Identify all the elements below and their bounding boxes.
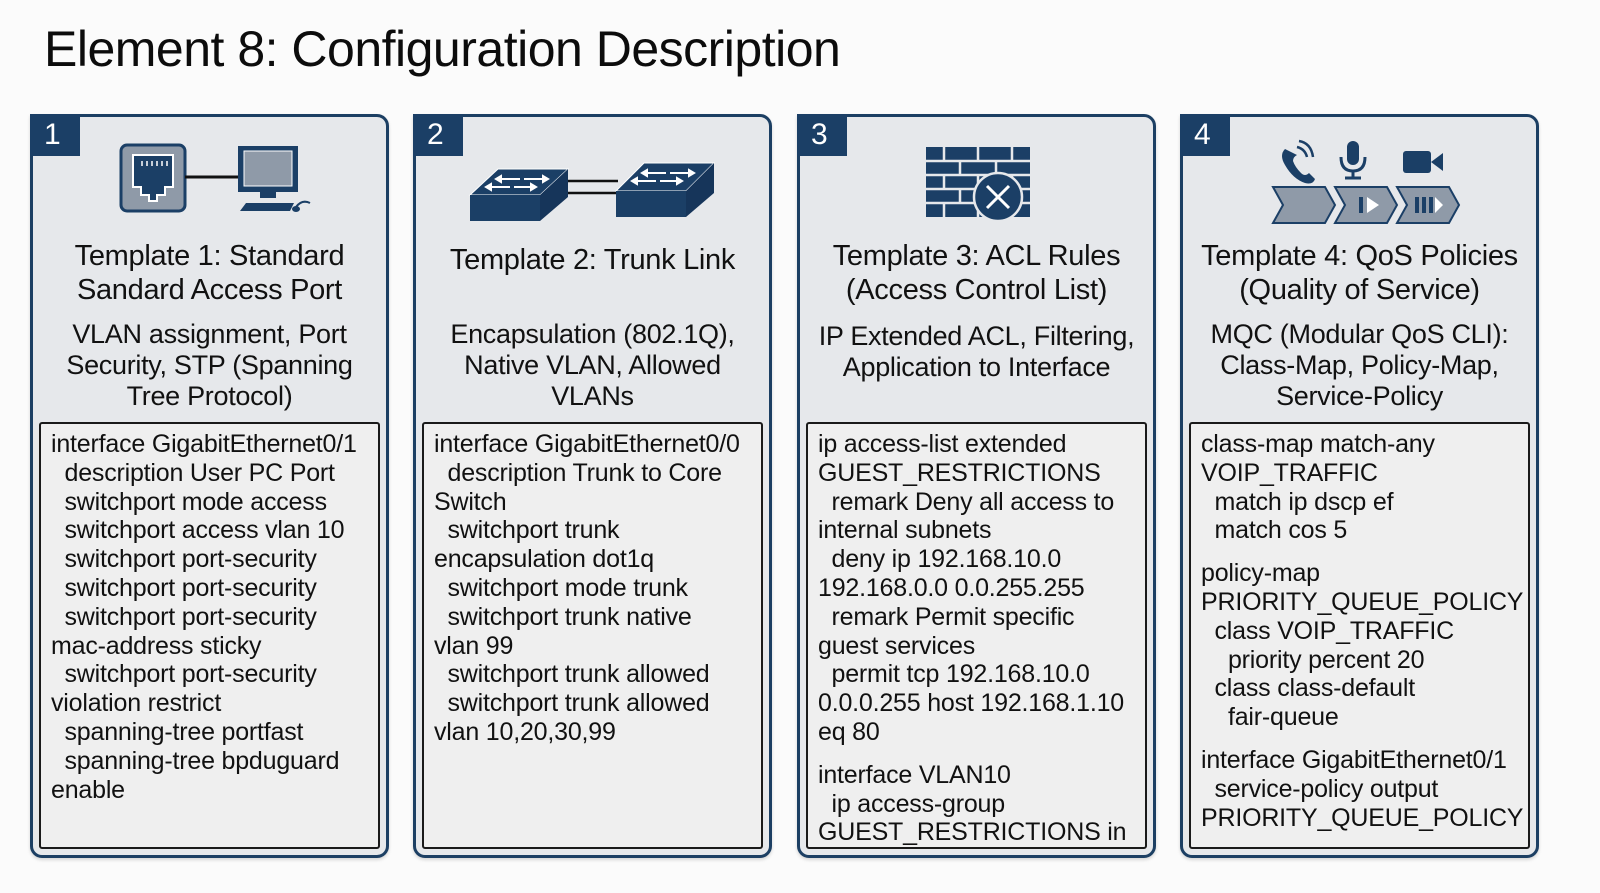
card-title-line: (Quality of Service) xyxy=(1239,274,1480,306)
config-code-box: interface GigabitEthernet0/0 description… xyxy=(422,422,763,849)
card-desc-line: Native VLAN, Allowed xyxy=(464,350,721,380)
card-desc-line: Tree Protocol) xyxy=(126,381,293,411)
code-line: Switch xyxy=(434,487,507,516)
card-title-line: Template 4: QoS Policies xyxy=(1201,240,1518,272)
card-number-badge: 4 xyxy=(1180,114,1230,156)
code-line: fair-queue xyxy=(1201,703,1339,732)
code-line: PRIORITY_QUEUE_POLICY xyxy=(1201,587,1524,616)
code-line: switchport mode trunk xyxy=(434,573,688,602)
code-line: switchport port-security xyxy=(51,573,317,602)
code-line: guest services xyxy=(818,631,975,660)
code-line: service-policy output xyxy=(1201,774,1439,803)
card-desc-line: MQC (Modular QoS CLI): xyxy=(1210,319,1509,349)
config-code-box: interface GigabitEthernet0/1 description… xyxy=(39,422,380,849)
code-line: VOIP_TRAFFIC xyxy=(1201,458,1378,487)
template-card-qos-policies: 4 xyxy=(1180,114,1539,858)
card-title-line: Template 2: Trunk Link xyxy=(449,244,736,276)
code-line xyxy=(1201,732,1518,746)
code-line: deny ip 192.168.10.0 xyxy=(818,545,1062,574)
phone-icon xyxy=(1282,139,1315,184)
code-line: GUEST_RESTRICTIONS xyxy=(818,458,1101,487)
code-line: match ip dscp ef xyxy=(1201,487,1394,516)
code-line: switchport port-security xyxy=(51,545,317,574)
code-line xyxy=(1201,545,1518,559)
template-card-access-port: 1 Template 1: Standard Sandard Access Po… xyxy=(30,114,389,858)
card-title-line: (Access Control List) xyxy=(845,274,1108,306)
card-desc-line: Application to Interface xyxy=(842,352,1111,382)
video-camera-icon xyxy=(1403,151,1443,173)
code-line: interface GigabitEthernet0/1 xyxy=(51,430,357,458)
code-line: mac-address sticky xyxy=(51,631,262,660)
code-line: switchport access vlan 10 xyxy=(51,516,345,545)
code-line: remark Deny all access to xyxy=(818,487,1115,516)
code-line: switchport trunk allowed xyxy=(434,660,710,689)
code-line: interface VLAN10 xyxy=(818,760,1011,789)
code-line: switchport trunk native xyxy=(434,602,692,631)
code-line: class-map match-any xyxy=(1201,430,1435,458)
card-title-line: Sandard Access Port xyxy=(76,274,343,306)
microphone-icon xyxy=(1339,141,1367,180)
code-line: class class-default xyxy=(1201,674,1415,703)
card-desc-line: VLAN assignment, Port xyxy=(72,319,347,349)
code-line: violation restrict xyxy=(51,689,222,718)
code-line: GUEST_RESTRICTIONS in xyxy=(818,818,1127,847)
code-line: switchport port-security xyxy=(51,660,317,689)
code-line: description Trunk to Core xyxy=(434,458,722,487)
code-line: switchport trunk allowed xyxy=(434,689,710,718)
code-line: match cos 5 xyxy=(1201,516,1348,545)
code-line: ip access-list extended xyxy=(818,430,1067,458)
qos-media-queue-icon xyxy=(1183,139,1536,229)
code-line: enable xyxy=(51,775,125,804)
template-card-trunk-link: 2 Template 2: Trunk L xyxy=(413,114,772,858)
card-title-line: Template 1: Standard xyxy=(74,240,345,272)
code-line: policy-map xyxy=(1201,559,1320,588)
card-desc-line: Encapsulation (802.1Q), xyxy=(450,319,735,349)
card-number-badge: 3 xyxy=(797,114,847,156)
code-line: class VOIP_TRAFFIC xyxy=(1201,616,1454,645)
card-desc-line: Service-Policy xyxy=(1276,381,1443,411)
code-line: interface GigabitEthernet0/1 xyxy=(1201,745,1507,774)
code-line: 192.168.0.0 0.0.255.255 xyxy=(818,573,1085,602)
code-line: internal subnets xyxy=(818,516,992,545)
code-line: vlan 99 xyxy=(434,631,514,660)
card-desc-line: VLANs xyxy=(551,381,634,411)
code-line: switchport mode access xyxy=(51,487,327,516)
code-line xyxy=(818,747,1135,761)
code-line: vlan 10,20,30,99 xyxy=(434,717,616,746)
code-line: description User PC Port xyxy=(51,458,335,487)
code-line: eq 80 xyxy=(818,717,880,746)
card-title-line: Template 3: ACL Rules xyxy=(832,240,1121,272)
card-number-badge: 2 xyxy=(413,114,463,156)
code-line: PRIORITY_QUEUE_POLICY xyxy=(1201,803,1524,832)
code-line: switchport trunk xyxy=(434,516,620,545)
ethernet-port-to-pc-icon xyxy=(33,139,386,229)
code-line: ip access-group xyxy=(818,789,1005,818)
card-number-badge: 1 xyxy=(30,114,80,156)
code-line: spanning-tree bpduguard xyxy=(51,746,340,775)
code-line: permit tcp 192.168.10.0 xyxy=(818,660,1090,689)
page-title: Element 8: Configuration Description xyxy=(44,21,841,77)
code-line: spanning-tree portfast xyxy=(51,717,304,746)
card-desc-line: Class-Map, Policy-Map, xyxy=(1220,350,1499,380)
card-desc-line: IP Extended ACL, Filtering, xyxy=(818,321,1135,351)
code-line: remark Permit specific xyxy=(818,602,1075,631)
firewall-block-icon xyxy=(800,139,1153,229)
card-desc-line: Security, STP (Spanning xyxy=(66,350,353,380)
code-line: encapsulation dot1q xyxy=(434,545,654,574)
template-card-acl-rules: 3 Template 3: ACL Rules (Access Control … xyxy=(797,114,1156,858)
code-line: switchport port-security xyxy=(51,602,317,631)
code-line: interface GigabitEthernet0/0 xyxy=(434,430,740,458)
code-line: priority percent 20 xyxy=(1201,645,1425,674)
code-line: 0.0.0.255 host 192.168.1.10 xyxy=(818,689,1124,718)
switch-trunk-icon xyxy=(416,139,769,229)
